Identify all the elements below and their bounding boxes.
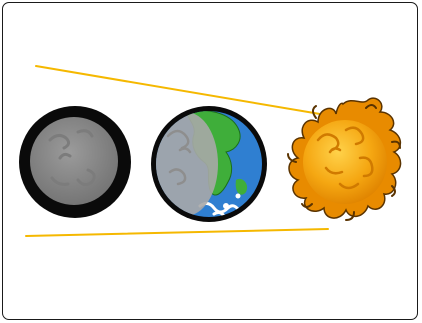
- moon-icon: [19, 106, 131, 218]
- sun-icon: [288, 98, 401, 220]
- lower-sun-ray: [26, 229, 328, 236]
- earth-icon: [151, 104, 267, 222]
